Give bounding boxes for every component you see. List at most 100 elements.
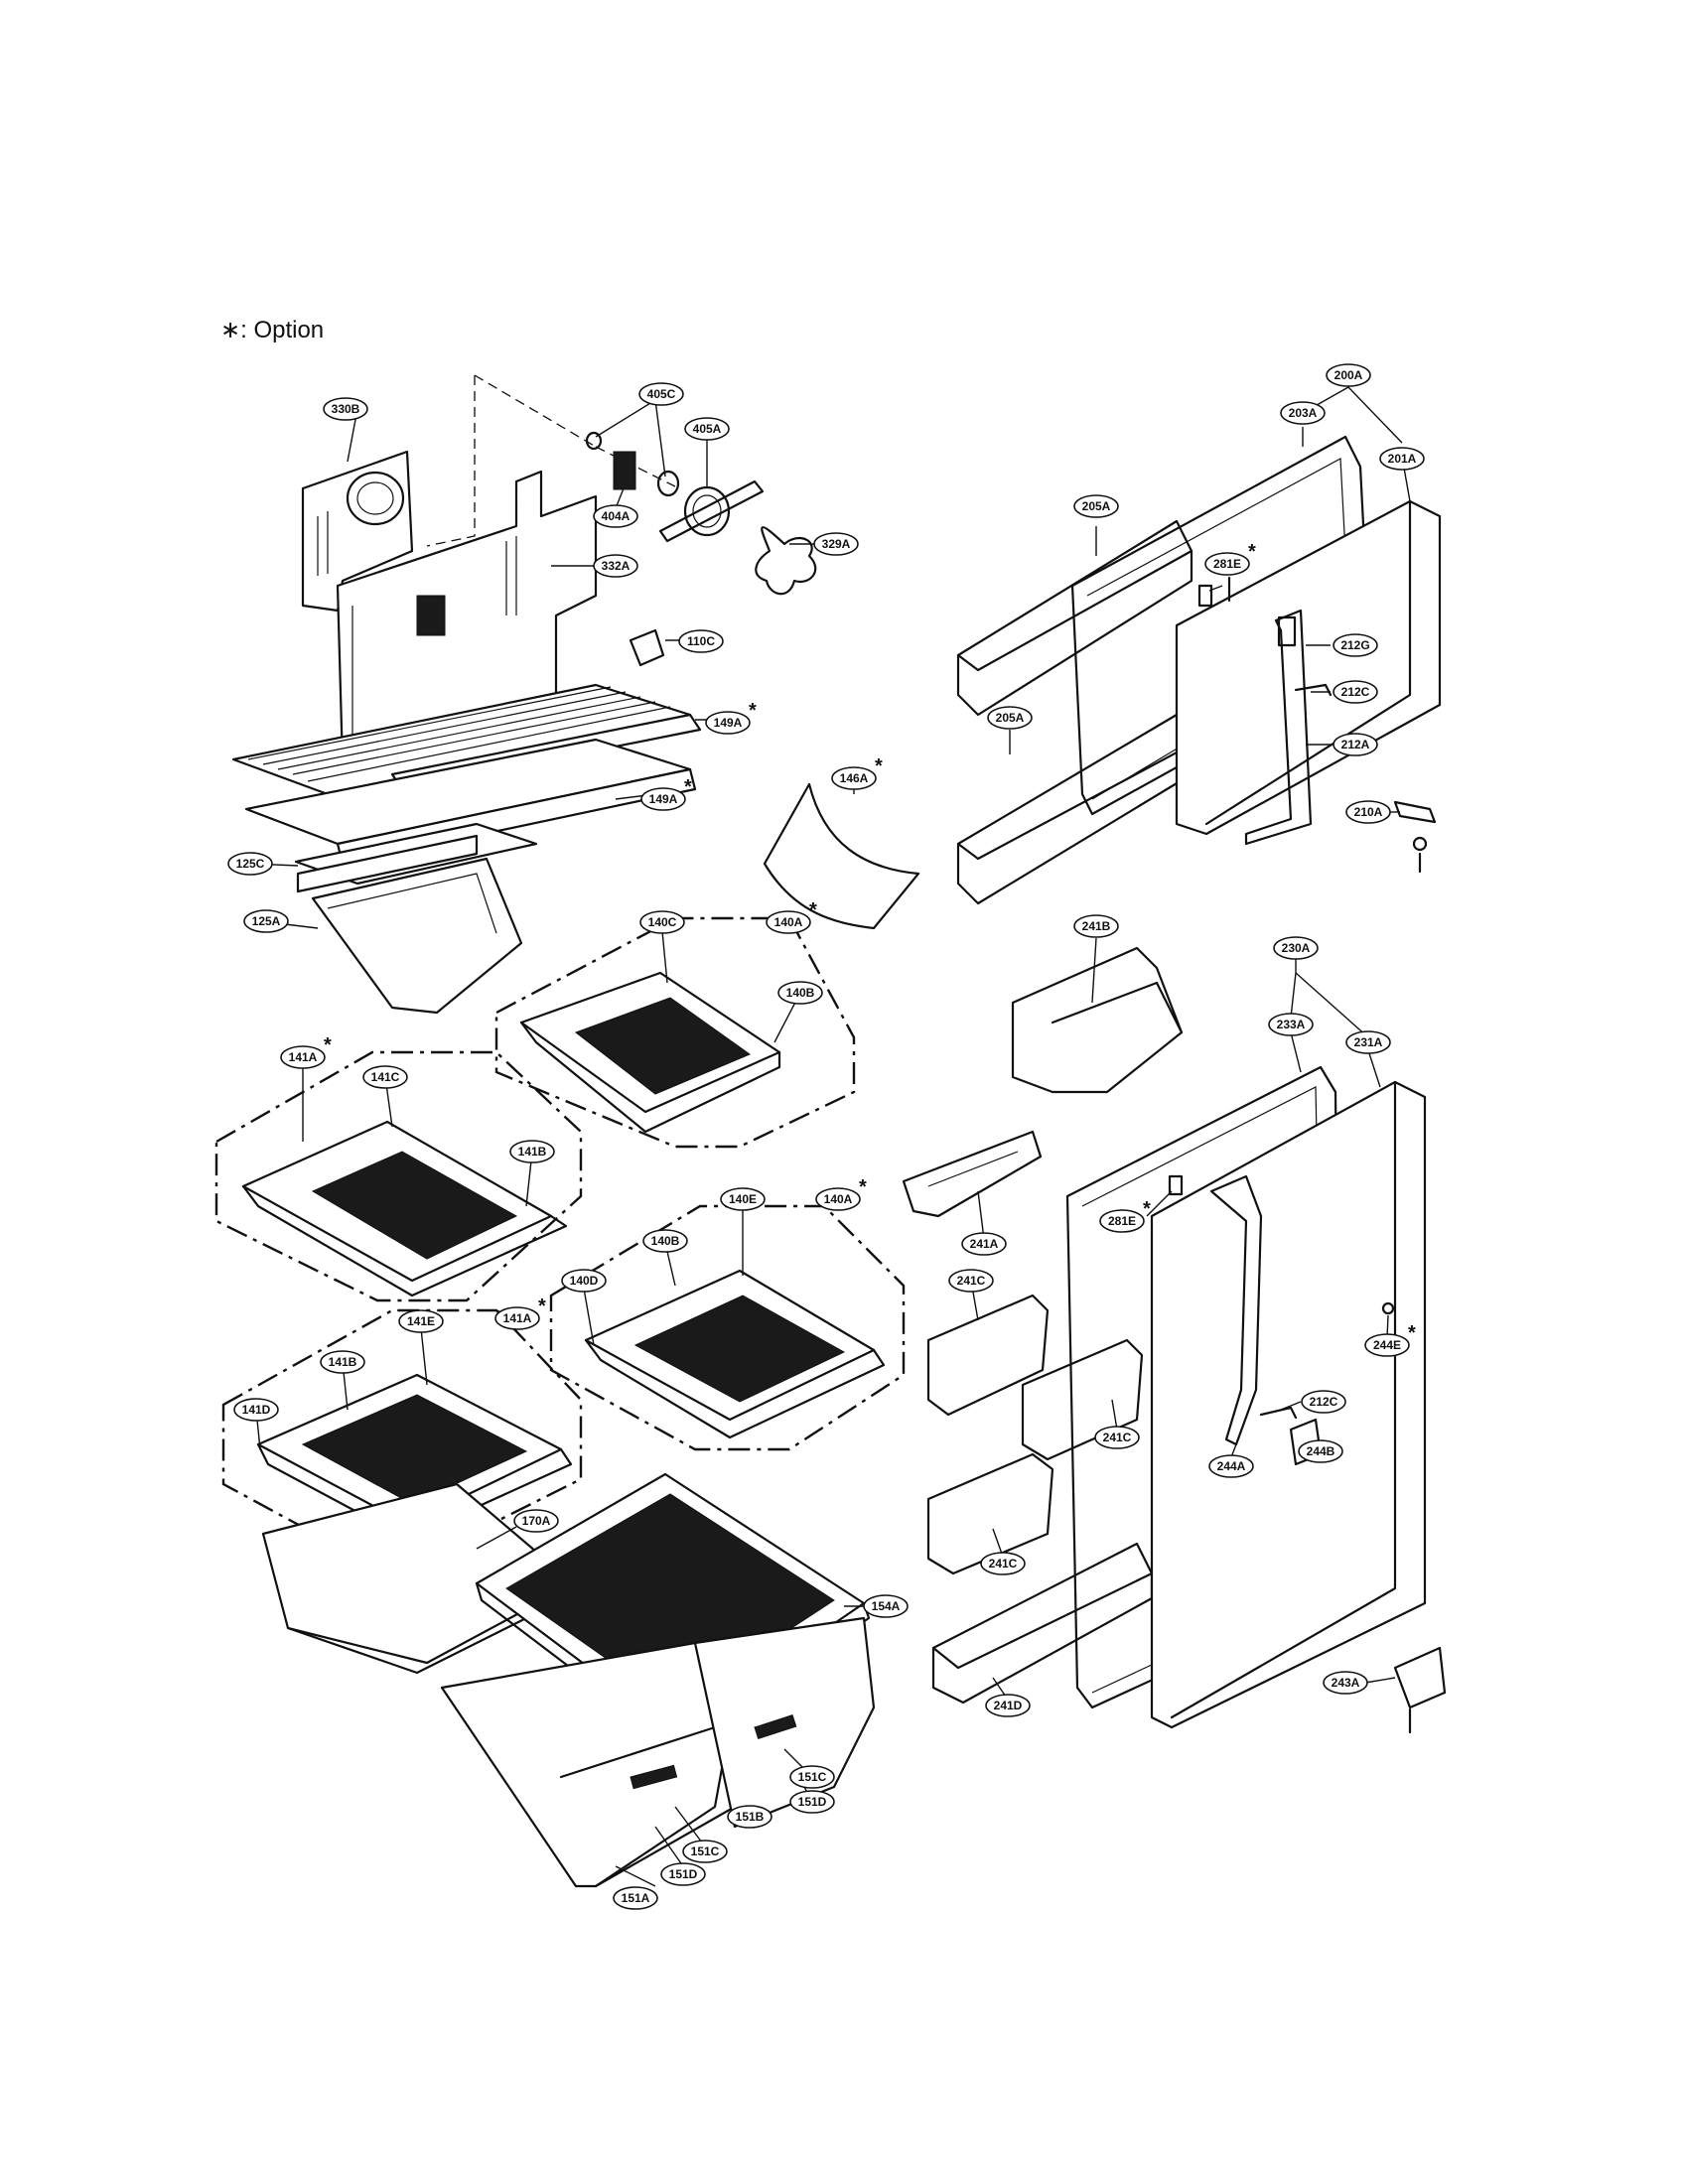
svg-text:141B: 141B xyxy=(329,1355,357,1369)
label-140A-lower: 140A* xyxy=(815,1176,867,1211)
option-star-icon: * xyxy=(1408,1322,1416,1344)
label-212C-upper: 212C xyxy=(1333,680,1378,704)
label-141E: 141E xyxy=(398,1309,444,1333)
label-151A: 151A xyxy=(613,1886,658,1910)
label-151B: 151B xyxy=(727,1805,772,1829)
label-281E-lower: 281E * xyxy=(1099,1198,1151,1233)
svg-text:140A: 140A xyxy=(824,1192,853,1206)
crisper-assembly xyxy=(261,1472,876,1888)
svg-text:244A: 244A xyxy=(1217,1459,1246,1473)
refrigerator-shelves xyxy=(214,916,906,1551)
svg-text:140B: 140B xyxy=(651,1234,680,1248)
svg-text:281E: 281E xyxy=(1108,1214,1136,1228)
svg-text:241B: 241B xyxy=(1082,919,1111,933)
svg-text:149A: 149A xyxy=(714,716,743,730)
svg-text:141A: 141A xyxy=(503,1311,532,1325)
svg-text:332A: 332A xyxy=(602,559,631,573)
label-125C: 125C xyxy=(227,852,273,876)
svg-text:231A: 231A xyxy=(1354,1035,1383,1049)
svg-text:140E: 140E xyxy=(729,1192,757,1206)
label-230A: 230A xyxy=(1273,936,1319,960)
svg-text:151C: 151C xyxy=(798,1770,827,1784)
svg-text:243A: 243A xyxy=(1332,1676,1360,1690)
svg-text:203A: 203A xyxy=(1289,406,1318,420)
svg-text:241D: 241D xyxy=(994,1699,1023,1712)
refrigerator-door-assembly xyxy=(902,946,1447,1734)
label-205A-lower: 205A xyxy=(987,706,1033,730)
svg-text:140C: 140C xyxy=(648,915,677,929)
label-205A-upper: 205A xyxy=(1073,494,1119,518)
label-233A: 233A xyxy=(1268,1013,1314,1036)
option-star-icon: ∗ xyxy=(220,317,241,343)
label-140D: 140D xyxy=(561,1269,607,1293)
svg-text:281E: 281E xyxy=(1213,557,1241,571)
label-146A: 146A* xyxy=(831,755,883,790)
label-151C-right: 151C xyxy=(789,1765,835,1789)
svg-text:205A: 205A xyxy=(996,711,1025,725)
svg-text:151A: 151A xyxy=(622,1891,650,1905)
label-244A: 244A xyxy=(1208,1454,1254,1478)
svg-text:244E: 244E xyxy=(1373,1338,1401,1352)
label-212G: 212G xyxy=(1333,633,1378,657)
svg-text:330B: 330B xyxy=(332,402,360,416)
svg-text:140D: 140D xyxy=(570,1274,599,1288)
svg-text:141E: 141E xyxy=(407,1314,435,1328)
svg-text:205A: 205A xyxy=(1082,499,1111,513)
option-star-icon: * xyxy=(1143,1198,1151,1220)
svg-text:151B: 151B xyxy=(736,1810,765,1824)
label-329A: 329A xyxy=(813,532,859,556)
label-241A: 241A xyxy=(961,1232,1007,1256)
label-140B-lower: 140B xyxy=(642,1229,688,1253)
label-149A-lower: 149A * xyxy=(640,776,692,811)
label-244B: 244B xyxy=(1298,1439,1343,1463)
svg-text:329A: 329A xyxy=(822,537,851,551)
option-star-icon: * xyxy=(684,776,692,798)
label-125A: 125A xyxy=(243,909,289,933)
label-110C: 110C xyxy=(678,629,724,653)
svg-text:110C: 110C xyxy=(687,634,715,648)
label-231A: 231A xyxy=(1345,1030,1391,1054)
svg-text:244B: 244B xyxy=(1307,1444,1335,1458)
svg-text:140A: 140A xyxy=(774,915,803,929)
label-151D-right: 151D xyxy=(789,1790,835,1814)
svg-text:201A: 201A xyxy=(1388,452,1417,466)
label-405C: 405C xyxy=(638,382,684,406)
svg-text:405A: 405A xyxy=(693,422,722,436)
label-140A-upper: 140A * xyxy=(766,899,817,934)
svg-text:151D: 151D xyxy=(798,1795,827,1809)
svg-text:149A: 149A xyxy=(649,792,678,806)
svg-text:230A: 230A xyxy=(1282,941,1311,955)
svg-text:212C: 212C xyxy=(1341,685,1370,699)
option-star-icon: * xyxy=(809,899,817,921)
label-241C-upper: 241C xyxy=(948,1269,994,1293)
label-404A: 404A xyxy=(593,504,638,528)
label-140E: 140E xyxy=(720,1187,766,1211)
svg-text:141D: 141D xyxy=(242,1403,271,1417)
label-170A: 170A xyxy=(513,1509,559,1533)
label-212A: 212A xyxy=(1333,733,1378,756)
part-labels: 330B 405C 405A 404A 329A 332A 110C 149A *… xyxy=(227,363,1425,1910)
label-244E: 244E * xyxy=(1364,1322,1416,1357)
label-405A: 405A xyxy=(684,417,730,441)
svg-text:241C: 241C xyxy=(989,1557,1018,1570)
option-star-icon: * xyxy=(875,755,883,777)
svg-text:125C: 125C xyxy=(236,857,265,871)
svg-text:141B: 141B xyxy=(518,1145,547,1159)
svg-text:212A: 212A xyxy=(1341,738,1370,751)
label-241C-lower: 241C xyxy=(980,1552,1026,1575)
svg-text:140B: 140B xyxy=(786,986,815,1000)
svg-text:405C: 405C xyxy=(647,387,676,401)
label-151D-left: 151D xyxy=(660,1862,706,1886)
svg-text:141A: 141A xyxy=(289,1050,318,1064)
label-241D: 241D xyxy=(985,1694,1031,1717)
label-241C-middle: 241C xyxy=(1094,1426,1140,1449)
option-star-icon: * xyxy=(538,1296,546,1317)
label-200A: 200A xyxy=(1326,363,1371,387)
svg-text:212C: 212C xyxy=(1310,1395,1338,1409)
label-154A: 154A xyxy=(863,1594,909,1618)
svg-text:200A: 200A xyxy=(1334,368,1363,382)
option-star-icon: * xyxy=(1248,541,1256,563)
label-330B: 330B xyxy=(323,397,368,421)
label-141A-upper: 141A* xyxy=(280,1034,332,1069)
